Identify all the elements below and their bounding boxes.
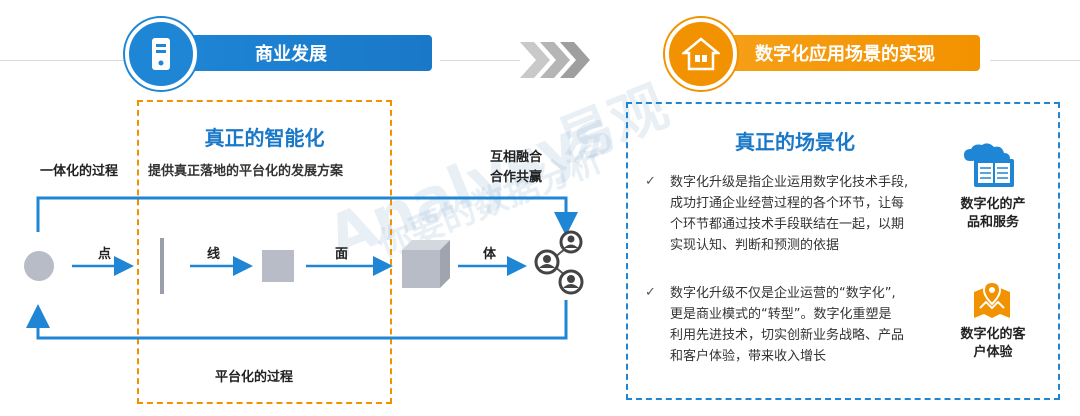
step-label-body: 体 xyxy=(483,247,497,262)
map-location-icon xyxy=(974,280,1010,318)
digital-experience-line2: 户体验 xyxy=(973,345,1013,360)
business-development-title: 商业发展 xyxy=(255,44,327,65)
house-icon xyxy=(665,18,737,90)
top-loop-arrow xyxy=(36,196,578,236)
step-label-line: 线 xyxy=(207,247,221,262)
server-icon xyxy=(125,18,197,90)
check-icon-2: ✓ xyxy=(645,285,656,300)
bullet-2-line-3: 利用先进技术，切实创新业务战略、产品 xyxy=(670,328,905,343)
digital-experience-line1: 数字化的客 xyxy=(960,327,1026,342)
plane-square-shape xyxy=(262,250,294,282)
mutual-fusion-label: 互相融合 合作共赢 xyxy=(490,148,542,188)
digital-products-line2: 品和服务 xyxy=(966,215,1019,230)
top-divider-right xyxy=(990,60,1080,61)
digital-products-label: 数字化的产 品和服务 xyxy=(948,196,1038,232)
digital-experience-label: 数字化的客 户体验 xyxy=(948,326,1038,362)
step-label-point: 点 xyxy=(98,247,112,262)
smart-title: 真正的智能化 xyxy=(204,126,325,150)
digital-scenario-banner: 数字化应用场景的实现 xyxy=(690,35,980,71)
top-divider-middle xyxy=(440,60,520,61)
mutual-fusion-line2: 合作共赢 xyxy=(490,170,543,185)
bullet-1-line-2: 成功打通企业经营过程的各个环节，让每 xyxy=(670,196,905,211)
platform-solution-subtitle: 提供真正落地的平台化的发展方案 xyxy=(148,164,344,179)
integration-process-label: 一体化的过程 xyxy=(40,164,119,179)
cube-shape xyxy=(402,240,450,288)
point-circle-shape xyxy=(24,251,54,281)
top-divider-left xyxy=(0,60,140,61)
step-label-plane: 面 xyxy=(335,247,349,262)
bullet-2-line-1: 数字化升级不仅是企业运营的“数字化”, xyxy=(670,286,896,301)
smart-platform-box xyxy=(137,100,392,404)
bottom-loop-arrow xyxy=(26,300,568,340)
bullet-1-text: 数字化升级是指企业运用数字化技术手段, 成功打通企业经营过程的各个环节，让每 个… xyxy=(670,172,955,256)
bullet-1-line-3: 个环节都通过技术手段联结在一起，以期 xyxy=(670,217,905,232)
check-icon-1: ✓ xyxy=(645,174,656,189)
mutual-fusion-line1: 互相融合 xyxy=(490,150,543,165)
digital-products-line1: 数字化的产 xyxy=(960,197,1026,212)
book-cloud-icon xyxy=(964,143,1014,187)
scenario-box xyxy=(626,102,1060,400)
bullet-2-line-4: 和客户体验，带来收入增长 xyxy=(670,349,827,364)
business-development-banner: 商业发展 xyxy=(150,35,432,71)
bullet-2-line-2: 更是商业模式的“转型”。数字化重塑是 xyxy=(670,307,892,322)
digital-scenario-title: 数字化应用场景的实现 xyxy=(755,44,935,65)
platform-process-label: 平台化的过程 xyxy=(215,370,294,385)
chevron-arrows-icon xyxy=(520,42,590,78)
line-bar-shape xyxy=(160,238,164,294)
bullet-2-text: 数字化升级不仅是企业运营的“数字化”, 更是商业模式的“转型”。数字化重塑是 利… xyxy=(670,283,955,367)
bullet-1-line-1: 数字化升级是指企业运用数字化技术手段, xyxy=(670,175,909,190)
process-loop-arrows xyxy=(26,196,578,340)
scenario-title: 真正的场景化 xyxy=(735,130,855,154)
bullet-1-line-4: 实现认知、判断和预测的依据 xyxy=(670,238,840,253)
network-users-icon xyxy=(534,230,584,295)
